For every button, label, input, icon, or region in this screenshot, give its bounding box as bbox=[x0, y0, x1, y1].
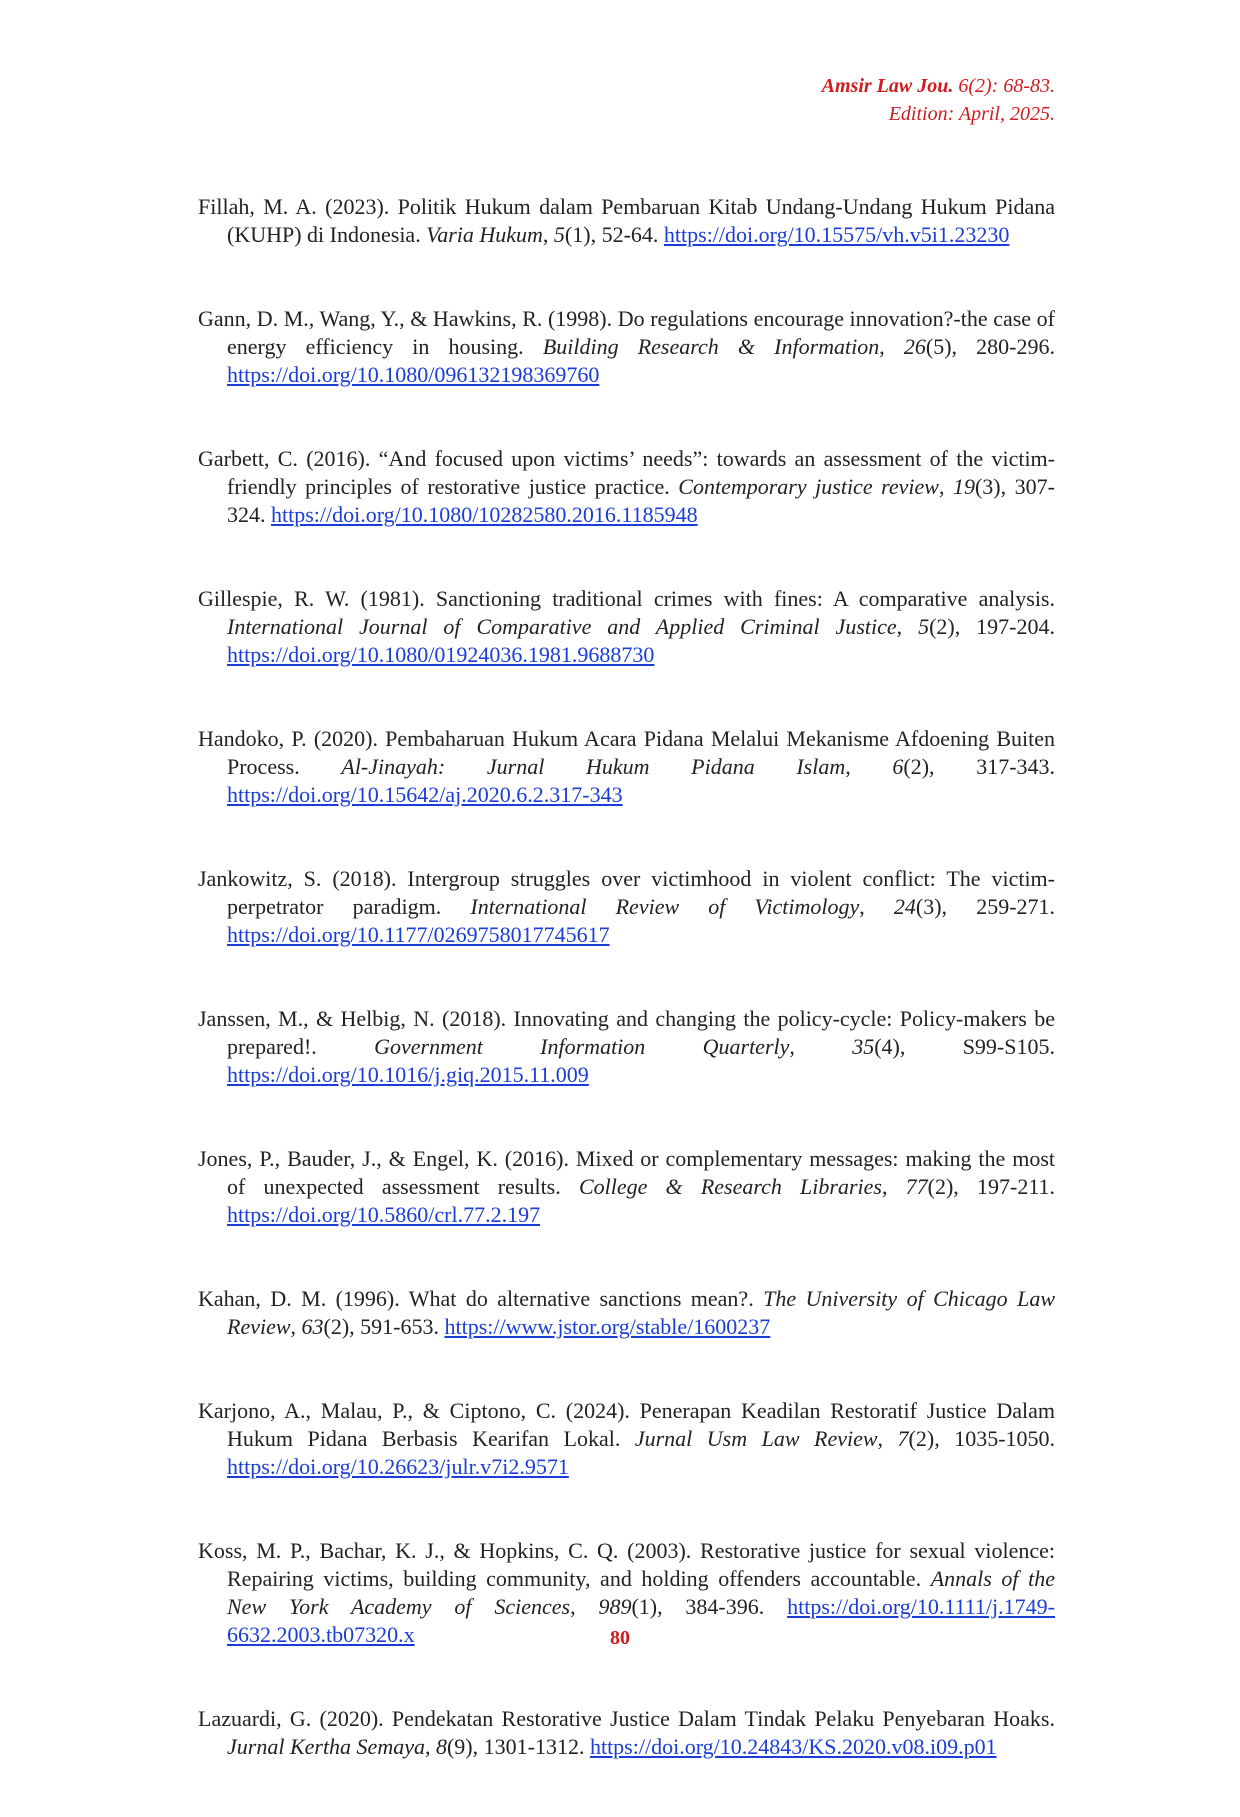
reference-entry: Janssen, M., & Helbig, N. (2018). Innova… bbox=[198, 1005, 1055, 1089]
reference-entry: Gillespie, R. W. (1981). Sanctioning tra… bbox=[198, 585, 1055, 669]
reference-pages: (9), 1301-1312. bbox=[446, 1734, 590, 1759]
running-header: Amsir Law Jou. 6(2): 68-83. Edition: Apr… bbox=[822, 72, 1055, 128]
reference-volume: 989 bbox=[598, 1594, 632, 1619]
journal-volume-pages: 6(2): 68-83. bbox=[953, 75, 1055, 97]
reference-separator: , bbox=[896, 614, 919, 639]
page-number: 80 bbox=[610, 1627, 630, 1649]
reference-volume: 63 bbox=[301, 1314, 324, 1339]
reference-doi-link[interactable]: https://www.jstor.org/stable/1600237 bbox=[444, 1314, 771, 1339]
reference-doi-link[interactable]: https://doi.org/10.1177/0269758017745617 bbox=[227, 922, 610, 947]
reference-doi-link[interactable]: https://doi.org/10.1080/096132198369760 bbox=[227, 362, 600, 387]
reference-entry: Gann, D. M., Wang, Y., & Hawkins, R. (19… bbox=[198, 305, 1055, 389]
reference-text: Garbett, C. (2016). “And focused upon vi… bbox=[198, 446, 1055, 499]
reference-text: Koss, M. P., Bachar, K. J., & Hopkins, C… bbox=[198, 1538, 1055, 1591]
reference-text: Janssen, M., & Helbig, N. (2018). Innova… bbox=[198, 1006, 1055, 1059]
reference-doi-link[interactable]: https://doi.org/10.1016/j.giq.2015.11.00… bbox=[227, 1062, 589, 1087]
reference-volume: 8 bbox=[435, 1734, 447, 1759]
reference-entry: Jankowitz, S. (2018). Intergroup struggl… bbox=[198, 865, 1055, 949]
reference-journal: Building Research & Information bbox=[542, 334, 880, 359]
reference-doi-link[interactable]: https://doi.org/10.1111/j.1749-6632.2003… bbox=[227, 1594, 1055, 1647]
reference-pages: (2), 197-211. bbox=[927, 1174, 1055, 1199]
reference-text: Jankowitz, S. (2018). Intergroup struggl… bbox=[198, 866, 1055, 919]
reference-pages: (5), 280-296. bbox=[925, 334, 1055, 359]
reference-pages: (2), 591-653. bbox=[323, 1314, 445, 1339]
reference-text: Lazuardi, G. (2020). Pendekatan Restorat… bbox=[198, 1706, 1055, 1731]
reference-entry: Koss, M. P., Bachar, K. J., & Hopkins, C… bbox=[198, 1537, 1055, 1649]
reference-volume: 19 bbox=[952, 474, 975, 499]
reference-pages: (2), 197-204. bbox=[929, 614, 1055, 639]
reference-separator: , bbox=[859, 894, 894, 919]
reference-journal: Al-Jinayah: Jurnal Hukum Pidana Islam bbox=[341, 754, 846, 779]
reference-separator: , bbox=[570, 1594, 599, 1619]
reference-entry: Fillah, M. A. (2023). Politik Hukum dala… bbox=[198, 193, 1055, 249]
reference-entry: Lazuardi, G. (2020). Pendekatan Restorat… bbox=[198, 1705, 1055, 1761]
reference-doi-link[interactable]: https://doi.org/10.15642/aj.2020.6.2.317… bbox=[227, 782, 623, 807]
reference-doi-link[interactable]: https://doi.org/10.1080/01924036.1981.96… bbox=[227, 642, 655, 667]
reference-doi-link[interactable]: https://doi.org/10.1080/10282580.2016.11… bbox=[271, 502, 698, 527]
reference-separator: , bbox=[290, 1314, 302, 1339]
reference-text: Handoko, P. (2020). Pembaharuan Hukum Ac… bbox=[198, 726, 1055, 779]
reference-volume: 7 bbox=[897, 1426, 909, 1451]
reference-entry: Karjono, A., Malau, P., & Ciptono, C. (2… bbox=[198, 1397, 1055, 1481]
reference-journal: Jurnal Kertha Semaya bbox=[227, 1734, 425, 1759]
reference-entry: Kahan, D. M. (1996). What do alternative… bbox=[198, 1285, 1055, 1341]
reference-journal: The University of Chicago Law Review bbox=[227, 1286, 1055, 1339]
reference-pages: (2), 1035-1050. bbox=[908, 1426, 1056, 1451]
reference-separator: , bbox=[845, 754, 893, 779]
reference-journal: College & Research Libraries bbox=[578, 1174, 882, 1199]
reference-separator: , bbox=[881, 1174, 906, 1199]
reference-separator: , bbox=[542, 222, 554, 247]
reference-pages: (3), 307-324. bbox=[227, 474, 1055, 527]
reference-volume: 5 bbox=[918, 614, 930, 639]
reference-journal: International Review of Victimology bbox=[470, 894, 860, 919]
reference-separator: , bbox=[879, 334, 904, 359]
reference-volume: 77 bbox=[905, 1174, 928, 1199]
reference-separator: , bbox=[877, 1426, 898, 1451]
reference-text: Karjono, A., Malau, P., & Ciptono, C. (2… bbox=[198, 1398, 1055, 1451]
reference-doi-link[interactable]: https://doi.org/10.26623/julr.v7i2.9571 bbox=[227, 1454, 569, 1479]
reference-journal: Jurnal Usm Law Review bbox=[634, 1426, 878, 1451]
reference-entry: Garbett, C. (2016). “And focused upon vi… bbox=[198, 445, 1055, 529]
reference-pages: (2), 317-343. bbox=[903, 754, 1056, 779]
reference-journal: Annals of the New York Academy of Scienc… bbox=[227, 1566, 1055, 1619]
reference-doi-link[interactable]: https://doi.org/10.15575/vh.v5i1.23230 bbox=[663, 222, 1010, 247]
journal-edition: Edition: April, 2025. bbox=[888, 103, 1055, 125]
reference-journal: Government Information Quarterly bbox=[374, 1034, 790, 1059]
reference-doi-link[interactable]: https://doi.org/10.5860/crl.77.2.197 bbox=[227, 1202, 541, 1227]
reference-entry: Handoko, P. (2020). Pembaharuan Hukum Ac… bbox=[198, 725, 1055, 809]
reference-volume: 5 bbox=[553, 222, 565, 247]
reference-text: Kahan, D. M. (1996). What do alternative… bbox=[198, 1286, 764, 1311]
reference-text: Fillah, M. A. (2023). Politik Hukum dala… bbox=[198, 194, 1055, 247]
reference-pages: (1), 384-396. bbox=[631, 1594, 788, 1619]
reference-text: Gillespie, R. W. (1981). Sanctioning tra… bbox=[198, 586, 1055, 611]
reference-journal: Contemporary justice review bbox=[678, 474, 939, 499]
reference-text: Jones, P., Bauder, J., & Engel, K. (2016… bbox=[198, 1146, 1055, 1199]
reference-volume: 26 bbox=[903, 334, 926, 359]
reference-journal: Varia Hukum bbox=[426, 222, 543, 247]
reference-doi-link[interactable]: https://doi.org/10.24843/KS.2020.v08.i09… bbox=[589, 1734, 997, 1759]
reference-pages: (4), S99-S105. bbox=[874, 1034, 1055, 1059]
reference-separator: , bbox=[789, 1034, 853, 1059]
reference-volume: 6 bbox=[892, 754, 904, 779]
journal-name: Amsir Law Jou. bbox=[821, 75, 954, 97]
reference-entry: Jones, P., Bauder, J., & Engel, K. (2016… bbox=[198, 1145, 1055, 1229]
reference-separator: , bbox=[424, 1734, 436, 1759]
reference-journal: International Journal of Comparative and… bbox=[227, 614, 897, 639]
journal-citation: Amsir Law Jou. 6(2): 68-83. bbox=[822, 72, 1055, 100]
reference-list: Fillah, M. A. (2023). Politik Hukum dala… bbox=[198, 193, 1055, 1817]
reference-volume: 24 bbox=[893, 894, 916, 919]
reference-text: Gann, D. M., Wang, Y., & Hawkins, R. (19… bbox=[198, 306, 1055, 359]
reference-separator: , bbox=[938, 474, 953, 499]
reference-pages: (3), 259-271. bbox=[915, 894, 1056, 919]
reference-pages: (1), 52-64. bbox=[564, 222, 664, 247]
reference-volume: 35 bbox=[852, 1034, 875, 1059]
